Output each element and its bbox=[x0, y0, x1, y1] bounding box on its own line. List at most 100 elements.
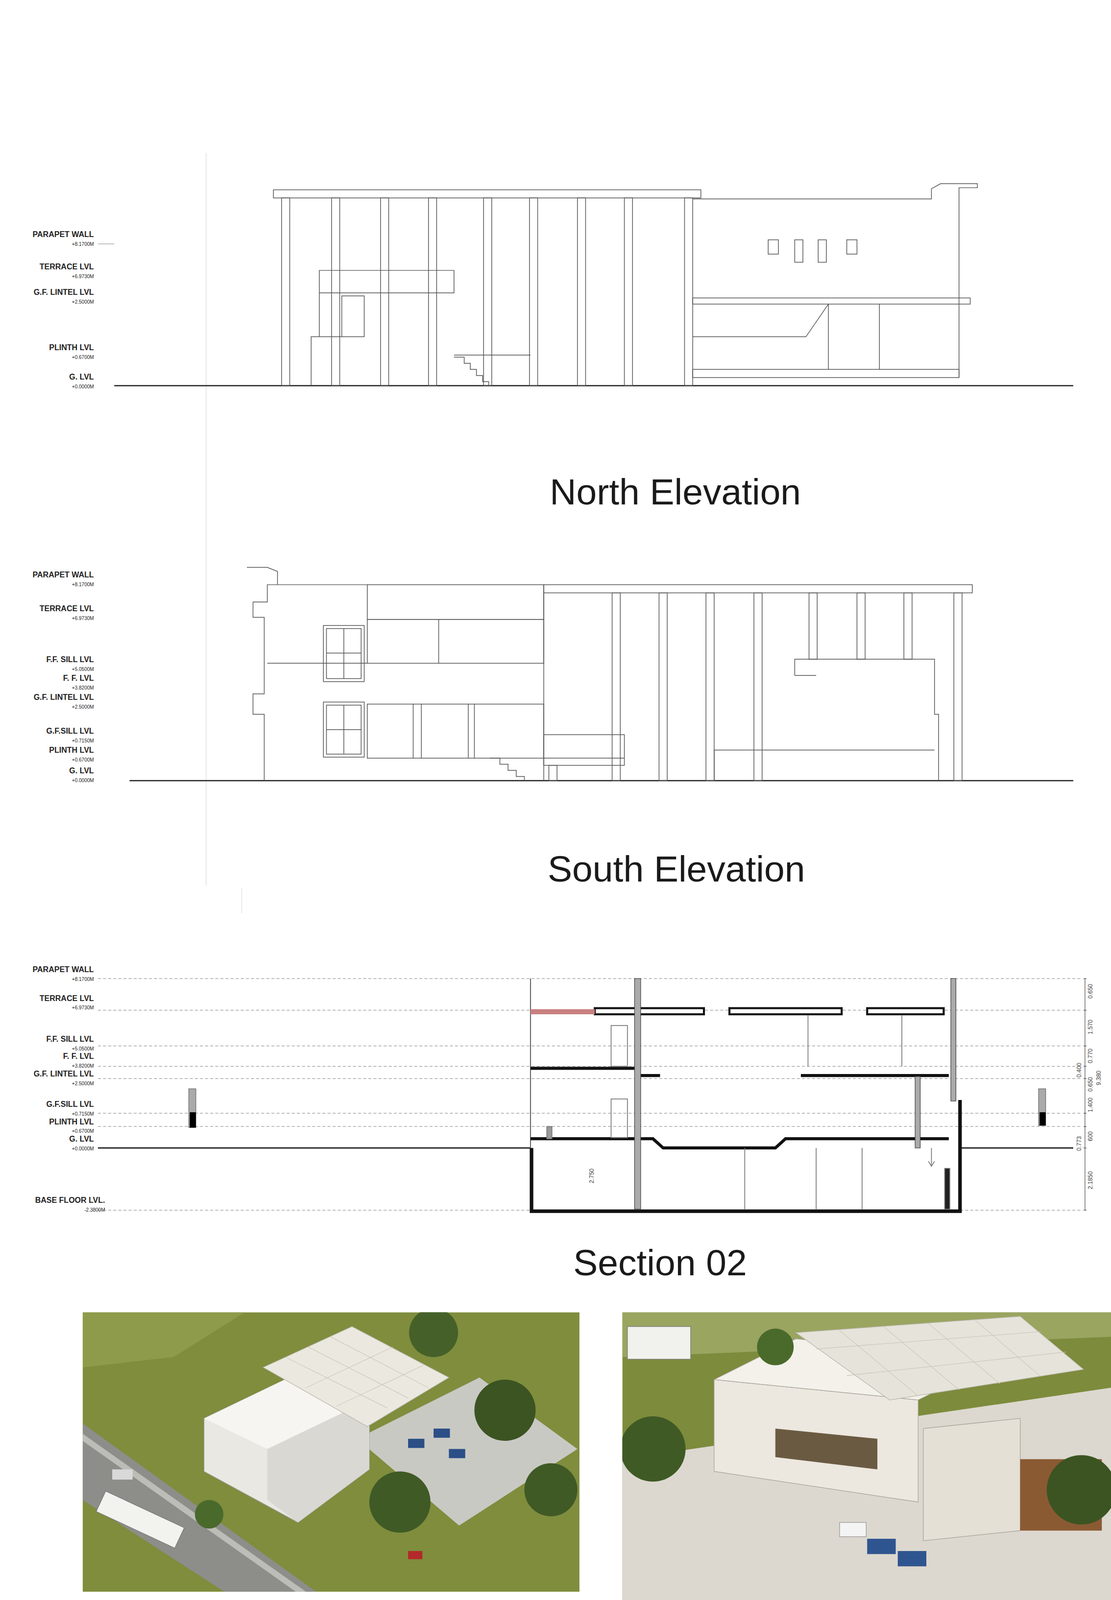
rendering-perspective-part bbox=[867, 1539, 896, 1555]
dimension-line-part bbox=[1084, 978, 1086, 1211]
rendering-aerial-part bbox=[96, 1491, 185, 1549]
section-cut-part-part bbox=[611, 1099, 628, 1138]
rendering-aerial-part bbox=[194, 1500, 224, 1529]
section-cut-part-part bbox=[744, 1148, 746, 1210]
level-value: +0.6700M bbox=[72, 757, 95, 763]
dimension-value: 2.750 bbox=[588, 1168, 595, 1184]
rendering-perspective-part-part bbox=[928, 1323, 1000, 1384]
section-cut-part bbox=[950, 978, 956, 1102]
section-cut-part bbox=[530, 1138, 949, 1149]
level-name: BASE FLOOR LVL. bbox=[35, 1196, 106, 1205]
section-cut-part bbox=[915, 1076, 920, 1149]
level-value: +0.0000M bbox=[72, 384, 95, 390]
rendering-aerial-part bbox=[408, 1551, 423, 1560]
north-elevation-part bbox=[273, 190, 701, 199]
sheet-border bbox=[206, 153, 242, 914]
rendering-perspective-part bbox=[627, 1327, 691, 1360]
south-elevation bbox=[129, 567, 1073, 781]
level-value: +0.7150M bbox=[72, 1111, 95, 1117]
level-name: TERRACE LVL bbox=[39, 263, 95, 271]
level-value: +2.5000M bbox=[72, 299, 95, 305]
south-elevation-part bbox=[326, 628, 362, 679]
rendering-aerial-part bbox=[524, 1463, 578, 1517]
level-value: +8.1700M bbox=[72, 977, 95, 983]
rendering-aerial-part bbox=[82, 1312, 580, 1593]
north-elevation-part bbox=[827, 304, 829, 370]
level-name: PLINTH LVL bbox=[48, 746, 94, 755]
north-elevation-part bbox=[319, 270, 455, 337]
south-elevation-part bbox=[367, 704, 544, 759]
dimension-line-part bbox=[1083, 1045, 1087, 1047]
level-name: G. LVL bbox=[69, 1135, 94, 1144]
section-cut-part-part bbox=[944, 1168, 950, 1210]
rendering-aerial-part bbox=[285, 1336, 429, 1409]
level-lines-part bbox=[97, 978, 1082, 979]
section-cut-part bbox=[531, 1100, 961, 1212]
rendering-perspective-part bbox=[923, 1418, 1021, 1542]
level-lines-part bbox=[97, 1078, 1082, 1080]
level-value: +0.7150M bbox=[72, 738, 95, 744]
north-elevation-part bbox=[692, 183, 978, 378]
level-name: PLINTH LVL bbox=[48, 1118, 94, 1127]
north-elevation-part bbox=[380, 197, 389, 386]
rendering-aerial-part bbox=[448, 1449, 465, 1459]
rendering-perspective-part bbox=[622, 1312, 1111, 1600]
south-elevation-part bbox=[543, 757, 625, 759]
level-value: +3.8200M bbox=[72, 1063, 95, 1069]
level-lines bbox=[97, 978, 1082, 1211]
sheet-border-part bbox=[205, 153, 207, 887]
level-value: +6.9730M bbox=[72, 274, 95, 280]
south-elevation-part bbox=[467, 704, 469, 759]
rendering-aerial-part bbox=[82, 1312, 245, 1368]
section-cut-part-part bbox=[861, 1148, 863, 1210]
north-elevation-part bbox=[846, 240, 858, 255]
rendering-perspective-part bbox=[795, 1316, 1084, 1401]
level-value: +6.9730M bbox=[72, 616, 95, 622]
south-elevation-part bbox=[548, 765, 557, 781]
south-elevation-part bbox=[753, 593, 763, 781]
rendering-perspective-part bbox=[756, 1328, 794, 1366]
level-name: F. F. LVL bbox=[63, 1052, 95, 1061]
level-name: G.F. LINTEL LVL bbox=[33, 693, 95, 702]
level-name: G.F. LINTEL LVL bbox=[33, 1070, 95, 1079]
south-elevation-part bbox=[246, 567, 278, 585]
north-elevation-part bbox=[624, 197, 633, 386]
south-elevation-part bbox=[267, 663, 368, 664]
dimension-value: 0.650 bbox=[1087, 984, 1094, 999]
level-value: +0.6700M bbox=[72, 1129, 95, 1135]
rendering-perspective-part bbox=[897, 1551, 927, 1567]
rendering-aerial-part-part bbox=[336, 1365, 424, 1407]
south-elevation-part bbox=[252, 584, 367, 781]
level-name: G. LVL bbox=[69, 767, 94, 775]
south-elevation-part bbox=[367, 619, 544, 664]
dimension-line-part bbox=[1083, 1010, 1087, 1011]
level-value: +3.8200M bbox=[72, 685, 95, 691]
north-elevation-part bbox=[454, 357, 489, 386]
south-elevation-part bbox=[438, 619, 439, 664]
south-elevation-part bbox=[794, 659, 939, 781]
level-name: F. F. LVL bbox=[63, 674, 95, 683]
level-lines-part bbox=[97, 1066, 1082, 1067]
dimension-line bbox=[1083, 978, 1087, 1211]
section-cut-part bbox=[546, 1015, 950, 1210]
south-elevation-part bbox=[543, 584, 973, 594]
rendering-aerial-part bbox=[408, 1439, 425, 1449]
level-lines-part bbox=[97, 1045, 1082, 1047]
section-cut-part bbox=[188, 1088, 196, 1128]
section-cut-part bbox=[1039, 1112, 1046, 1126]
level-value: +8.1700M bbox=[72, 241, 95, 247]
south-elevation-part bbox=[326, 729, 362, 730]
dimension-value: 0.650 bbox=[1087, 1077, 1094, 1092]
sheet-border-part bbox=[241, 888, 242, 914]
level-value: -2.3800M bbox=[84, 1207, 105, 1213]
drawing-caption: Section 02 bbox=[573, 1244, 747, 1282]
north-elevation-part bbox=[768, 240, 779, 255]
section-cut-part bbox=[634, 978, 641, 1210]
dimension-value: 600 bbox=[1087, 1131, 1094, 1142]
rendering-perspective-part bbox=[816, 1319, 1066, 1397]
north-elevation-part bbox=[692, 369, 960, 378]
south-elevation-part bbox=[412, 704, 414, 759]
dimension-line-part bbox=[1083, 1066, 1087, 1067]
